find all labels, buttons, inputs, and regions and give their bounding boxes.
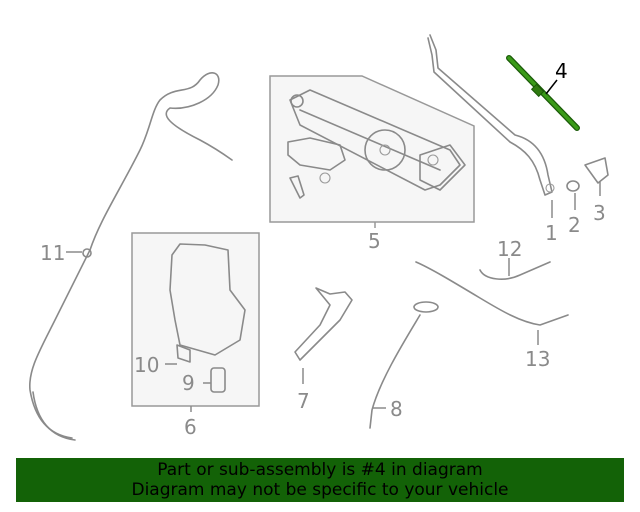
hose-12[interactable] — [479, 261, 551, 280]
wiper-arm[interactable] — [427, 34, 553, 196]
hose-connector — [82, 248, 92, 258]
hose-13[interactable] — [415, 261, 569, 326]
washer-reservoir — [169, 243, 246, 356]
callout-1[interactable]: 1 — [545, 221, 558, 245]
cap[interactable] — [584, 157, 609, 184]
washer-hose[interactable] — [29, 72, 233, 439]
callout-6[interactable]: 6 — [184, 415, 197, 439]
callout-2[interactable]: 2 — [568, 213, 581, 237]
callout-8[interactable]: 8 — [390, 397, 403, 421]
callout-11[interactable]: 11 — [40, 241, 65, 265]
filler-neck[interactable] — [294, 287, 353, 361]
callout-5[interactable]: 5 — [368, 229, 381, 253]
callout-13[interactable]: 13 — [525, 347, 550, 371]
callout-10[interactable]: 10 — [134, 353, 159, 377]
banner-line-part: Part or sub-assembly is #4 in diagram — [157, 460, 483, 480]
wiper-motor-linkage-box[interactable] — [269, 75, 475, 223]
callout-9[interactable]: 9 — [182, 371, 195, 395]
filler-tube[interactable] — [369, 314, 421, 429]
banner-line-disclaimer: Diagram may not be specific to your vehi… — [131, 480, 509, 500]
callout-3[interactable]: 3 — [593, 201, 606, 225]
callout-4[interactable]: 4 — [555, 59, 568, 83]
notice-banner: Part or sub-assembly is #4 in diagram Di… — [16, 458, 624, 502]
callout-arrow-4 — [545, 79, 558, 95]
nut[interactable] — [566, 180, 580, 192]
callout-12[interactable]: 12 — [497, 237, 522, 261]
reservoir-box[interactable] — [131, 232, 260, 407]
callout-7[interactable]: 7 — [297, 389, 310, 413]
